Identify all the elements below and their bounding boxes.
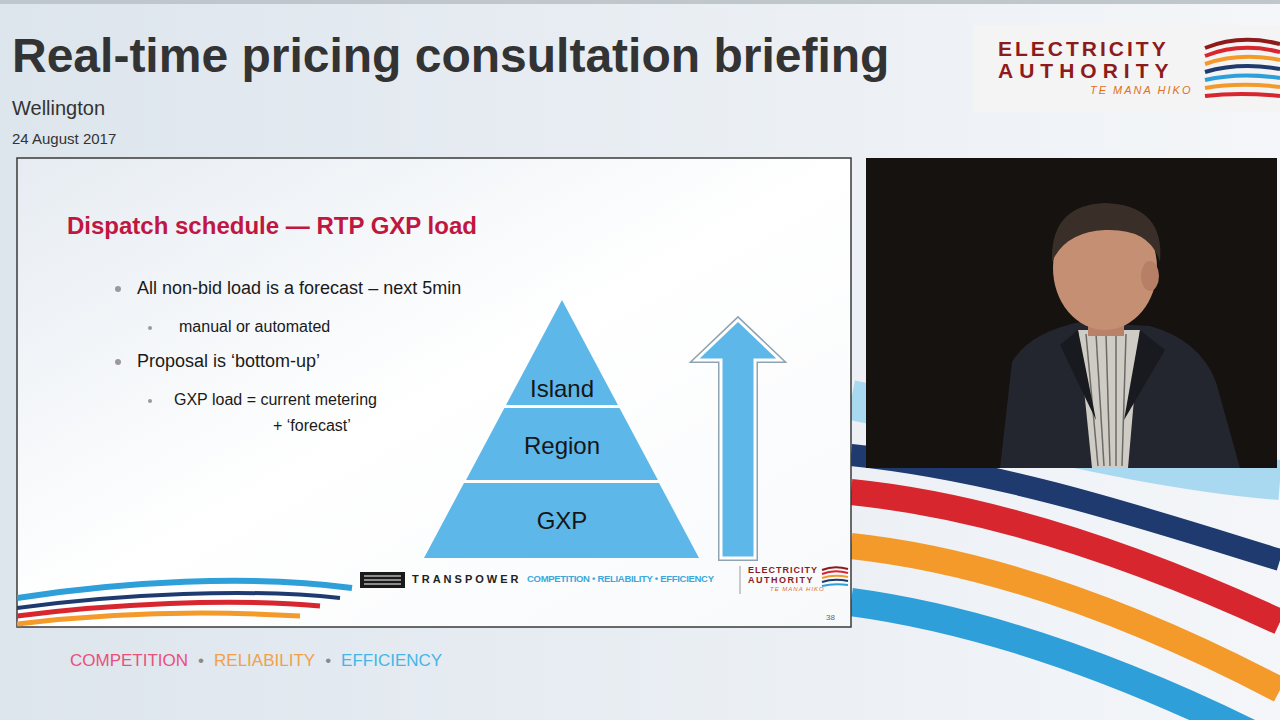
- transpower-wordmark: TRANSPOWER: [412, 573, 521, 586]
- top-bar: [0, 0, 1280, 4]
- bullet-dot: [148, 326, 152, 330]
- sub-bullet-text: + ‘forecast’: [273, 417, 351, 435]
- bullet-text: All non-bid load is a forecast – next 5m…: [137, 278, 461, 299]
- small-logo-stripes: [822, 567, 848, 586]
- ribbon: [851, 602, 1280, 720]
- band-fill: [466, 408, 658, 480]
- page-number: 38: [826, 613, 835, 622]
- logo-stripe: [1205, 57, 1280, 64]
- transpower-icon: [360, 572, 405, 588]
- stripe: [1115, 334, 1117, 466]
- band-label: Island: [530, 377, 594, 401]
- logo-stripes: [1205, 40, 1280, 96]
- location: Wellington: [12, 97, 105, 120]
- logo-word: AUTHORITY: [748, 575, 814, 585]
- logo-stripe: [1205, 48, 1280, 56]
- logo-stripe: [822, 567, 848, 570]
- stripe: [1122, 334, 1126, 466]
- video-frame: [866, 158, 1277, 468]
- transpower-icon-lines: [364, 576, 401, 584]
- ear: [1141, 261, 1159, 291]
- stripe: [1096, 334, 1104, 466]
- logo-stripe: [822, 571, 848, 574]
- logo-word: AUTHORITY: [998, 59, 1175, 83]
- sub-bullet-text: manual or automated: [179, 318, 330, 336]
- logo-stripe: [822, 584, 848, 586]
- icon-line: [364, 580, 401, 581]
- tagline-word: EFFICIENCY: [341, 651, 442, 671]
- jacket: [1000, 322, 1240, 468]
- bullet-text: Proposal is ‘bottom-up’: [137, 351, 320, 372]
- pyramid-band: Island: [506, 300, 618, 405]
- lapel: [1060, 330, 1096, 420]
- wave-stripe: [17, 613, 300, 624]
- logo-stripe: [1205, 66, 1280, 72]
- logo-stripe: [822, 576, 848, 578]
- sub-bullet-text: GXP load = current metering: [174, 391, 377, 409]
- logo-panel: [973, 25, 1280, 112]
- tagline-dot: •: [325, 651, 331, 671]
- icon-line: [364, 576, 401, 577]
- slide-heading: Dispatch schedule — RTP GXP load: [67, 212, 477, 240]
- logo-tagline: TE MANA HIKO: [770, 586, 825, 593]
- bullet-dot: [115, 286, 121, 292]
- bullet-dot: [115, 359, 121, 365]
- footer-separator: [740, 566, 741, 594]
- logo-word: ELECTRICITY: [748, 565, 818, 575]
- tagline-row: COMPETITION • RELIABILITY • EFFICIENCY: [70, 651, 442, 671]
- band-fill: [506, 300, 618, 405]
- bullet-dot: [148, 399, 152, 403]
- band-fill: [424, 483, 699, 558]
- logo-stripe: [1205, 85, 1280, 88]
- hair: [1052, 203, 1160, 262]
- band-label: GXP: [537, 509, 588, 533]
- logo-stripe: [822, 580, 848, 582]
- footer-tagline: COMPETITION • RELIABILITY • EFFICIENCY: [527, 574, 714, 585]
- logo-stripe: [1205, 75, 1280, 80]
- band-label: Region: [524, 434, 600, 458]
- pyramid-band: GXP: [424, 483, 699, 558]
- date: 24 August 2017: [12, 130, 116, 147]
- icon-line: [364, 584, 401, 585]
- lapel: [1124, 330, 1165, 420]
- slide-title: Real-time pricing consultation briefing: [12, 32, 889, 80]
- speaker-figure: [1000, 203, 1240, 468]
- tagline-dot: •: [198, 651, 204, 671]
- logo-stripe: [1205, 94, 1280, 96]
- up-arrow: [696, 320, 780, 558]
- logo-word: ELECTRICITY: [998, 37, 1169, 61]
- tagline-word: COMPETITION: [70, 651, 188, 671]
- slide-frame: [17, 158, 851, 627]
- logo-tagline: TE MANA HIKO: [1090, 84, 1192, 97]
- slide-wave: [17, 581, 352, 624]
- tagline-word: RELIABILITY: [214, 651, 315, 671]
- stripe: [1106, 334, 1110, 466]
- up-arrow-shadow: [696, 320, 780, 558]
- pyramid-band: Region: [466, 408, 658, 480]
